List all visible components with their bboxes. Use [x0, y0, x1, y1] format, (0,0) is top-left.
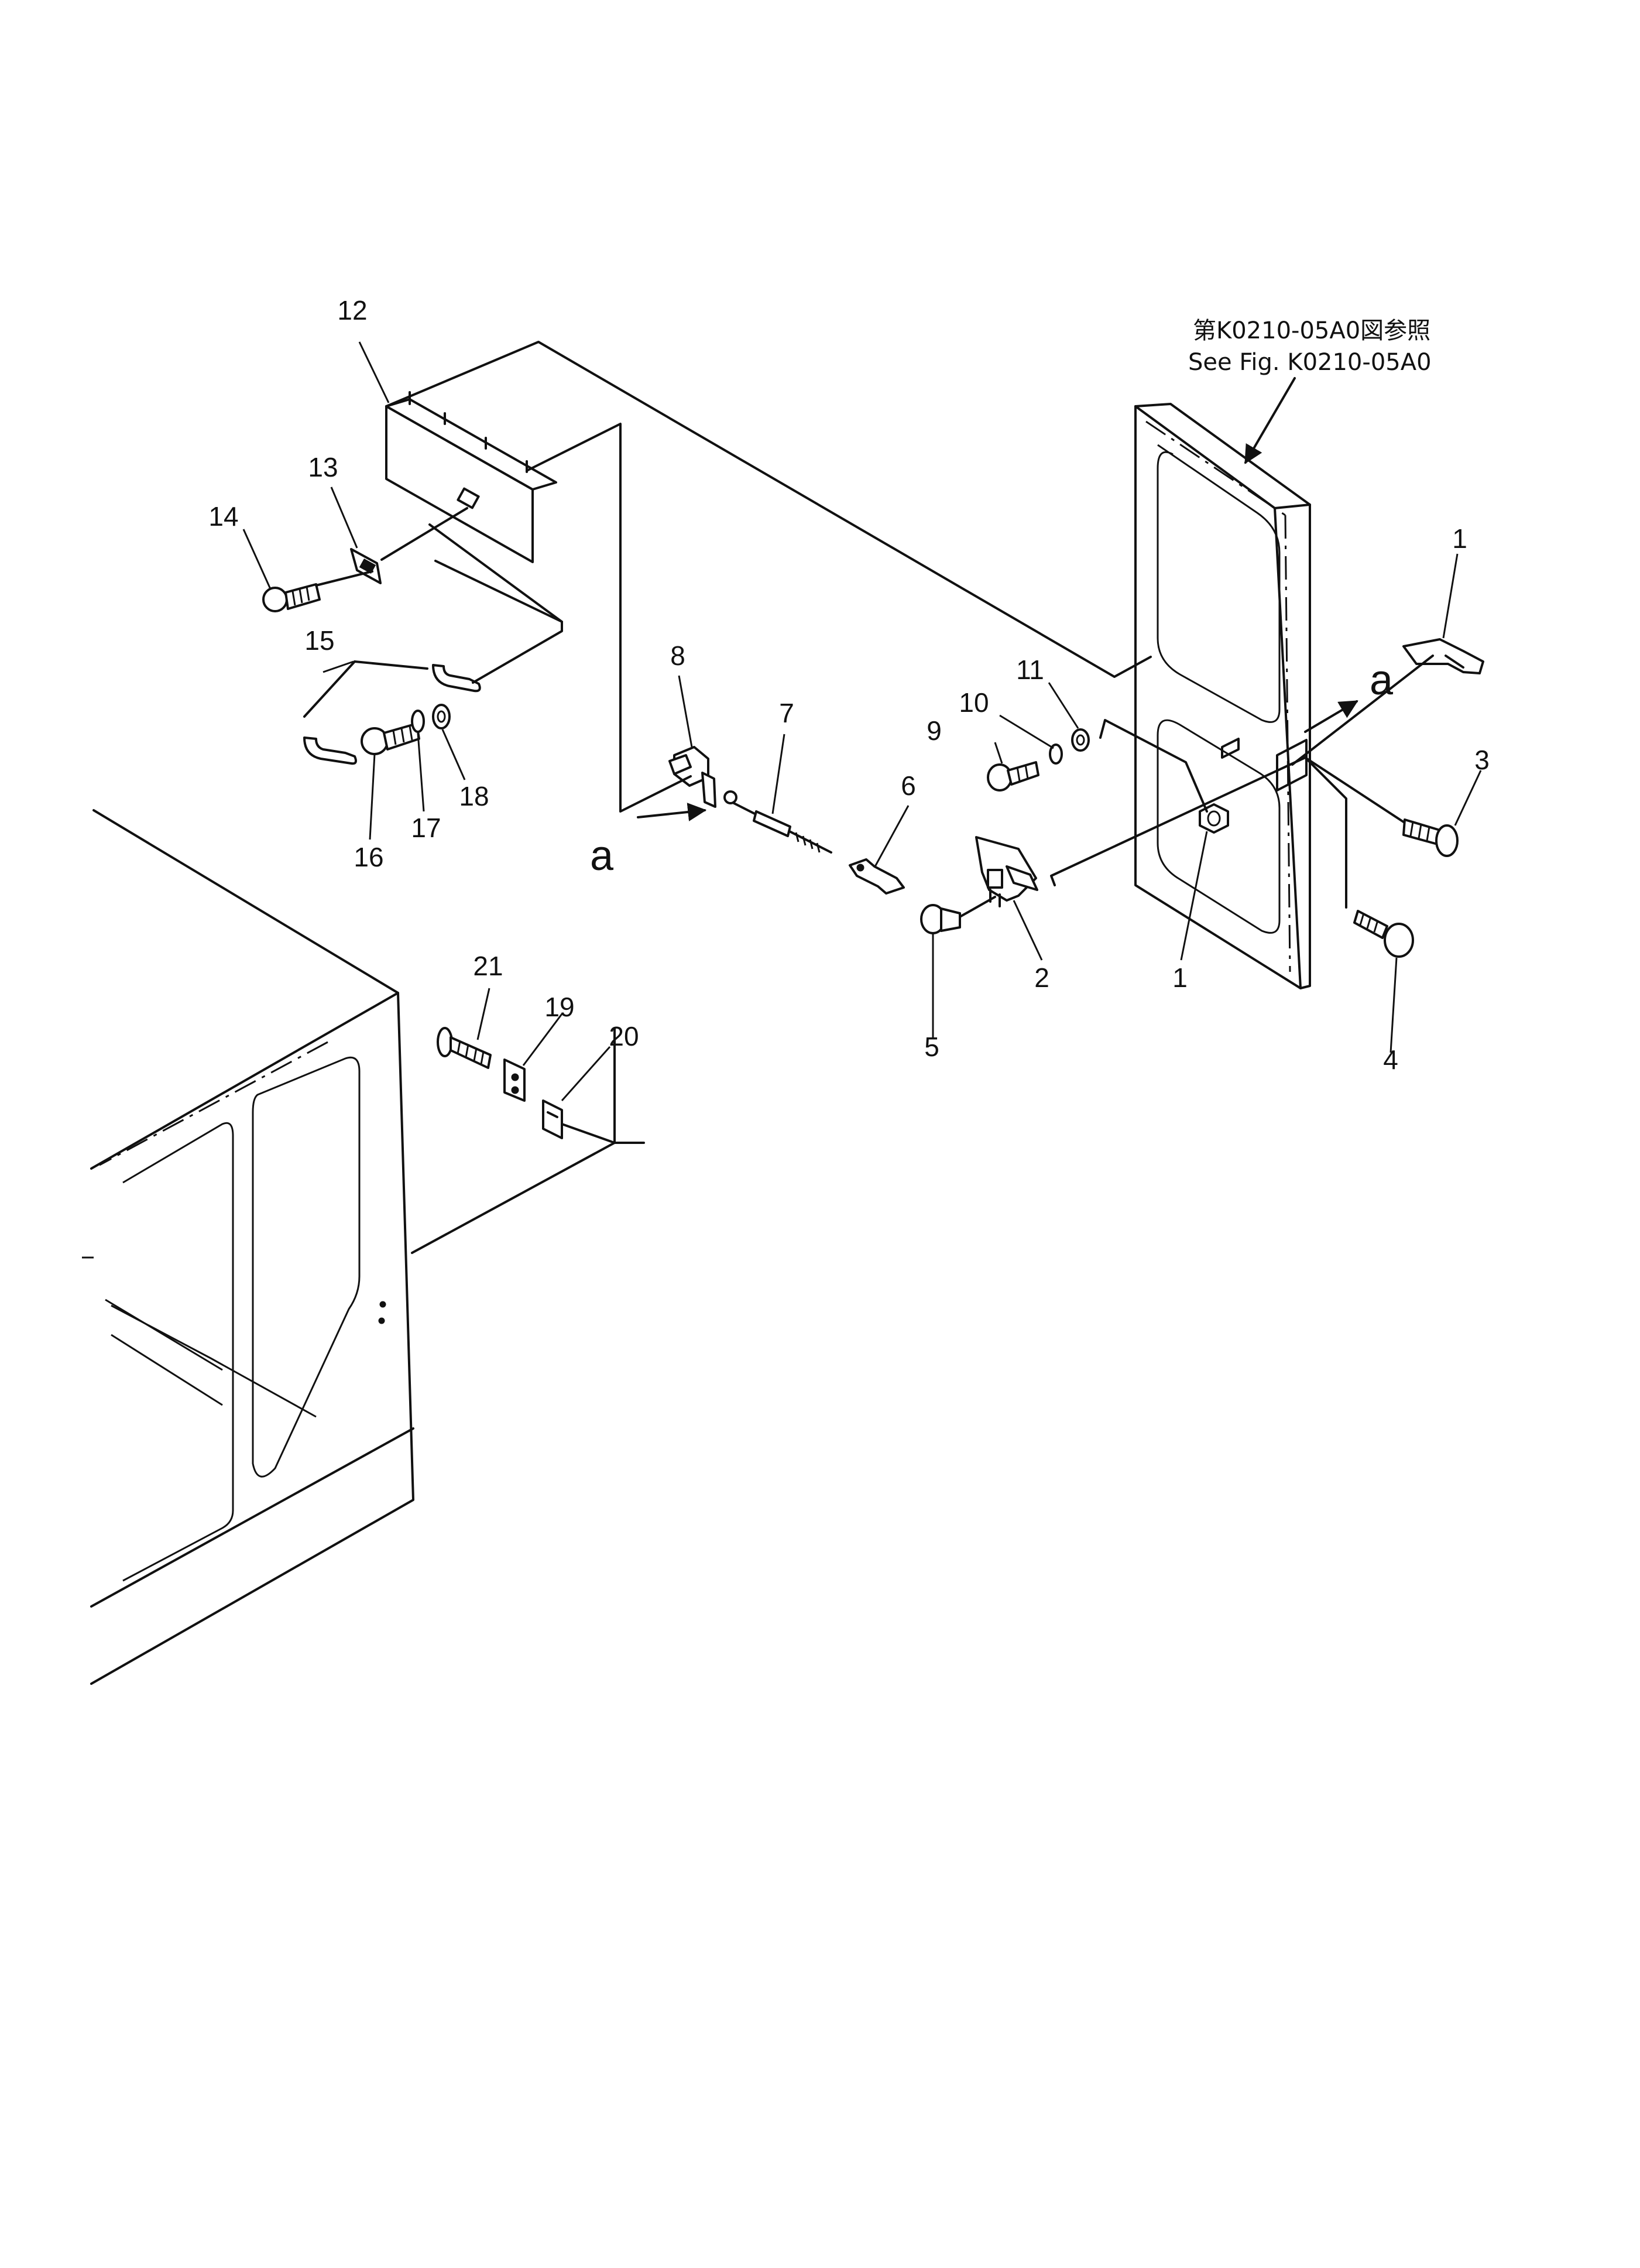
label-11: 11	[1016, 655, 1044, 685]
view-marker-a-right: a	[1370, 657, 1394, 704]
label-15: 15	[304, 625, 334, 656]
view-marker-a-left: a	[590, 832, 614, 879]
label-9: 9	[927, 715, 942, 746]
label-19: 19	[544, 992, 574, 1022]
label-6: 6	[901, 770, 916, 801]
part-3-screw	[1402, 818, 1459, 857]
cab-body	[82, 809, 414, 1685]
label-10: 10	[959, 687, 989, 718]
reference-note-jp: 第K0210-05A0図参照	[1193, 317, 1430, 344]
part-6-link	[849, 858, 905, 895]
reference-note-en: See Fig. K0210-05A0	[1188, 349, 1432, 376]
label-1-lower: 1	[1172, 962, 1188, 993]
label-21: 21	[473, 951, 503, 981]
part-12-plate	[385, 391, 557, 563]
label-2: 2	[1034, 962, 1049, 993]
label-8: 8	[670, 640, 685, 671]
label-14: 14	[208, 501, 238, 532]
part-13-clip	[350, 548, 382, 584]
door-panel	[1134, 403, 1311, 989]
callout-leaders	[242, 341, 1482, 1101]
leader-lines	[303, 341, 1434, 1254]
label-7: 7	[779, 698, 794, 728]
part-1-nut	[1199, 803, 1229, 834]
view-markers: a a	[590, 657, 1394, 879]
part-2-lock	[975, 836, 1038, 907]
label-13: 13	[308, 452, 338, 482]
part-14-screw	[262, 583, 321, 612]
part-5-knob	[920, 904, 961, 934]
label-17: 17	[411, 813, 441, 843]
label-3: 3	[1474, 745, 1490, 775]
label-5: 5	[924, 1032, 939, 1062]
label-16: 16	[354, 842, 383, 872]
label-12: 12	[337, 295, 367, 326]
label-1-upper: 1	[1452, 523, 1467, 554]
part-16-18-bolt-washers	[361, 704, 451, 755]
part-number-labels: 12 13 14 15 16 17 18 8 7 6 5 2 9 10 11 1…	[208, 295, 1489, 1075]
label-4: 4	[1383, 1044, 1398, 1075]
label-18: 18	[459, 781, 489, 811]
label-20: 20	[609, 1021, 639, 1051]
part-8-bracket	[668, 746, 716, 808]
part-1-handle	[1402, 638, 1484, 674]
part-15-handles	[303, 664, 481, 765]
part-9-11-bolt-washers	[987, 728, 1090, 792]
part-7-rod	[723, 790, 832, 854]
part-19-21-fasteners	[437, 1027, 563, 1139]
reference-arrow	[1244, 377, 1296, 464]
reference-note: 第K0210-05A0図参照 See Fig. K0210-05A0	[1188, 317, 1432, 464]
part-4-bolt	[1353, 910, 1414, 958]
